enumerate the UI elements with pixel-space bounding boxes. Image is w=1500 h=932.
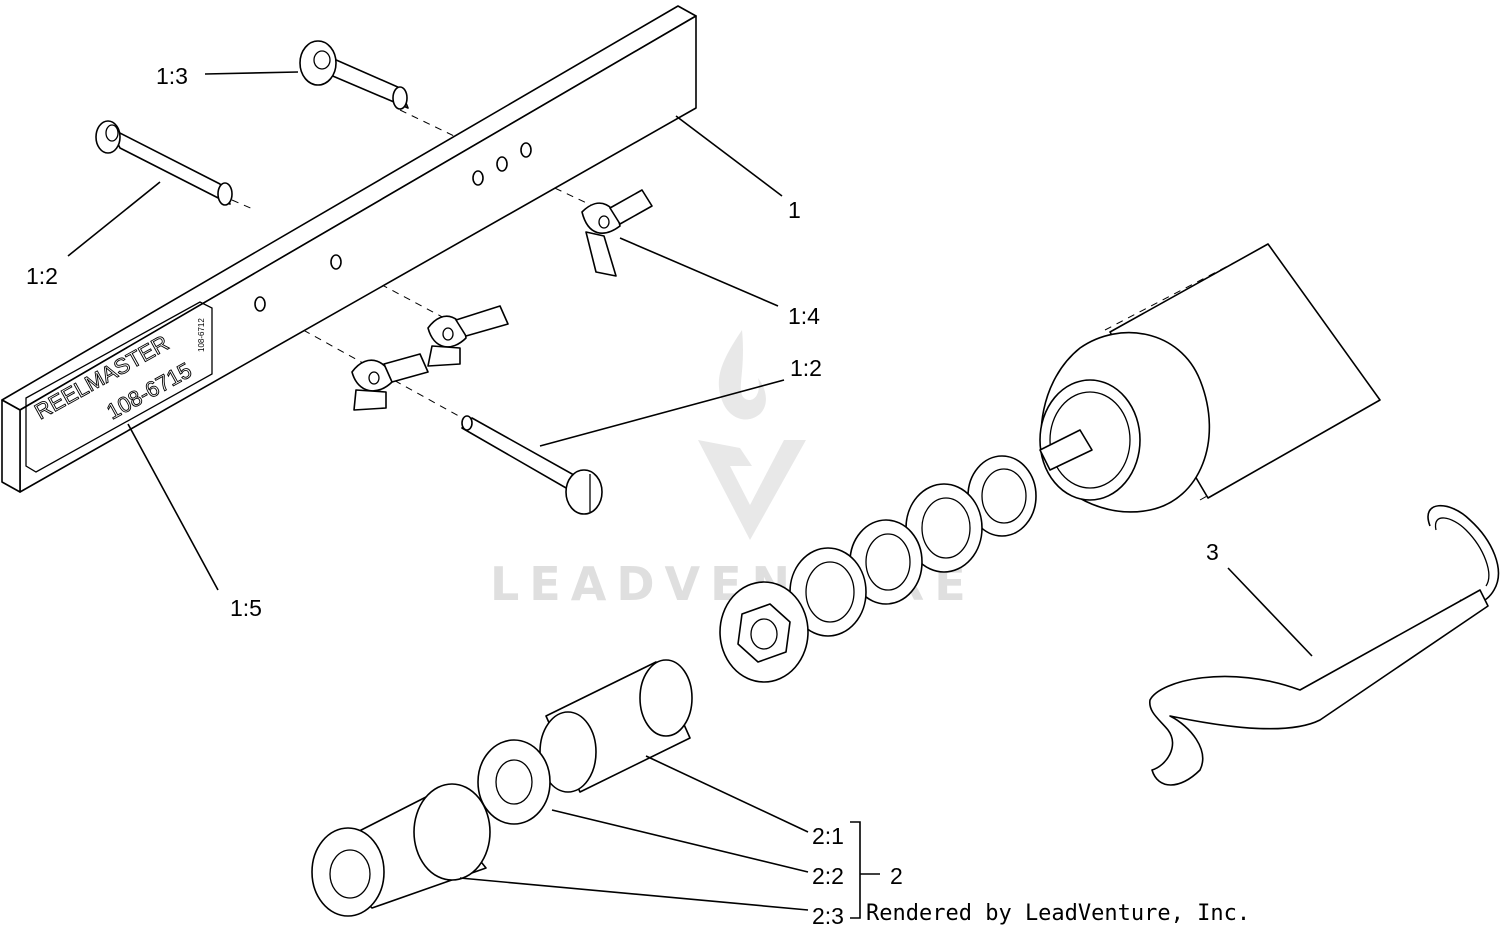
callout-2-3: 2:3 bbox=[812, 903, 844, 929]
gauge-bar: REELMASTER 108-6715 108-6712 bbox=[1, 5, 697, 493]
flanged-pin-top bbox=[299, 40, 409, 110]
callout-1-2-mid: 1:2 bbox=[790, 355, 822, 381]
spacer-washer bbox=[477, 739, 551, 825]
callout-1: 1 bbox=[788, 197, 801, 223]
clevis-pin-left bbox=[95, 120, 233, 206]
seal-washers bbox=[789, 455, 1037, 637]
callout-3: 3 bbox=[1206, 539, 1219, 565]
bushing-long bbox=[311, 783, 491, 917]
callout-2-1: 2:1 bbox=[812, 823, 844, 849]
wing-nut-upper bbox=[581, 189, 653, 277]
callout-2: 2 bbox=[890, 863, 903, 889]
callout-1-5: 1:5 bbox=[230, 595, 262, 621]
bushing-short bbox=[539, 659, 693, 793]
callout-1-4: 1:4 bbox=[788, 303, 820, 329]
leader-lines bbox=[67, 71, 1313, 919]
slotted-pin bbox=[461, 415, 603, 515]
callout-2-2: 2:2 bbox=[812, 863, 844, 889]
decal-small: 108-6712 bbox=[197, 318, 206, 352]
render-credit: Rendered by LeadVenture, Inc. bbox=[866, 901, 1250, 926]
wing-nut-lower bbox=[351, 353, 429, 411]
callout-1-2-top: 1:2 bbox=[26, 263, 58, 289]
wrench bbox=[1149, 504, 1500, 786]
callout-1-3: 1:3 bbox=[156, 63, 188, 89]
wing-nut-middle bbox=[427, 305, 509, 367]
hex-nut bbox=[719, 581, 809, 683]
callout-labels: 1:3 1 1:2 1:4 1:2 1:5 3 2:1 2:2 2 2:3 bbox=[26, 63, 1219, 929]
roller bbox=[1039, 243, 1381, 513]
